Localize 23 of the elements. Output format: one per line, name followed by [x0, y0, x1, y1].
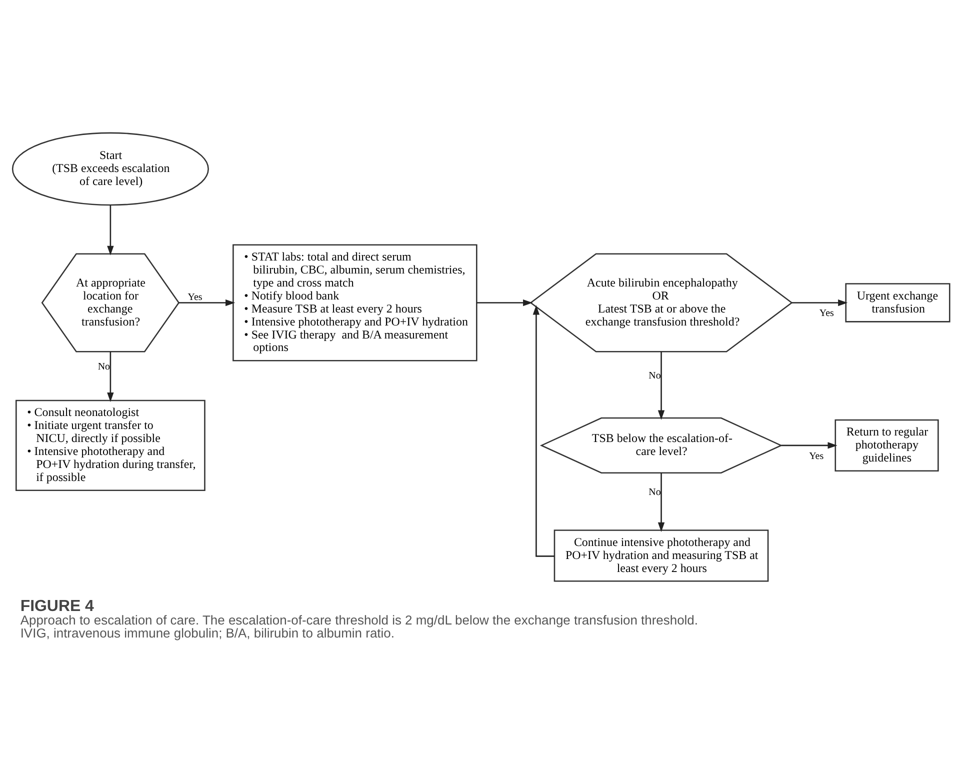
diagram-title: FIGURE 4 — [20, 598, 94, 615]
node-box: • STAT labs: total and direct serum bilirubin, CBC, albumin, serum chemistries, type and cross match • Notify blood bank • Measure TSB at least every 2 hours • Intensive phototherapy and PO+IV hydration • See IVIG therapy and B/A measurement options — [232, 244, 478, 362]
edge-label: Yes — [819, 308, 834, 320]
arrow — [178, 299, 236, 306]
arrow — [658, 472, 665, 532]
arrow — [107, 205, 114, 256]
arrow — [781, 442, 838, 449]
node-box: Continue intensive phototherapy and PO+IV hydration and measuring TSB at least every 2 hours — [554, 530, 769, 582]
arrow — [532, 305, 554, 557]
node-box: Return to regular phototherapy guidelines — [834, 419, 939, 472]
edge-label: Yes — [809, 450, 824, 462]
arrow — [658, 352, 665, 420]
edge-label: No — [648, 487, 661, 498]
arrow — [792, 299, 848, 306]
edge-label: No — [98, 361, 110, 372]
node-box: Urgent exchange transfusion — [845, 283, 950, 322]
edge-label: Yes — [188, 292, 202, 303]
node-ellipse: Start (TSB exceeds escalation of care level) — [12, 132, 209, 206]
edge-label: No — [648, 370, 661, 382]
arrow — [476, 299, 533, 306]
caption: Approach to escalation of care. The escalation-of-care threshold is 2 mg/dL below the exchange transfusion threshold. IVIG, intravenous immune globulin; B/A, bilirubin to albumin ratio. — [20, 612, 698, 640]
node-box: • Consult neonatologist • Initiate urgent transfer to NICU, directly if possible • Intensive phototherapy and PO+IV hydration during transfer, if possible — [16, 400, 206, 491]
arrow — [107, 352, 114, 402]
